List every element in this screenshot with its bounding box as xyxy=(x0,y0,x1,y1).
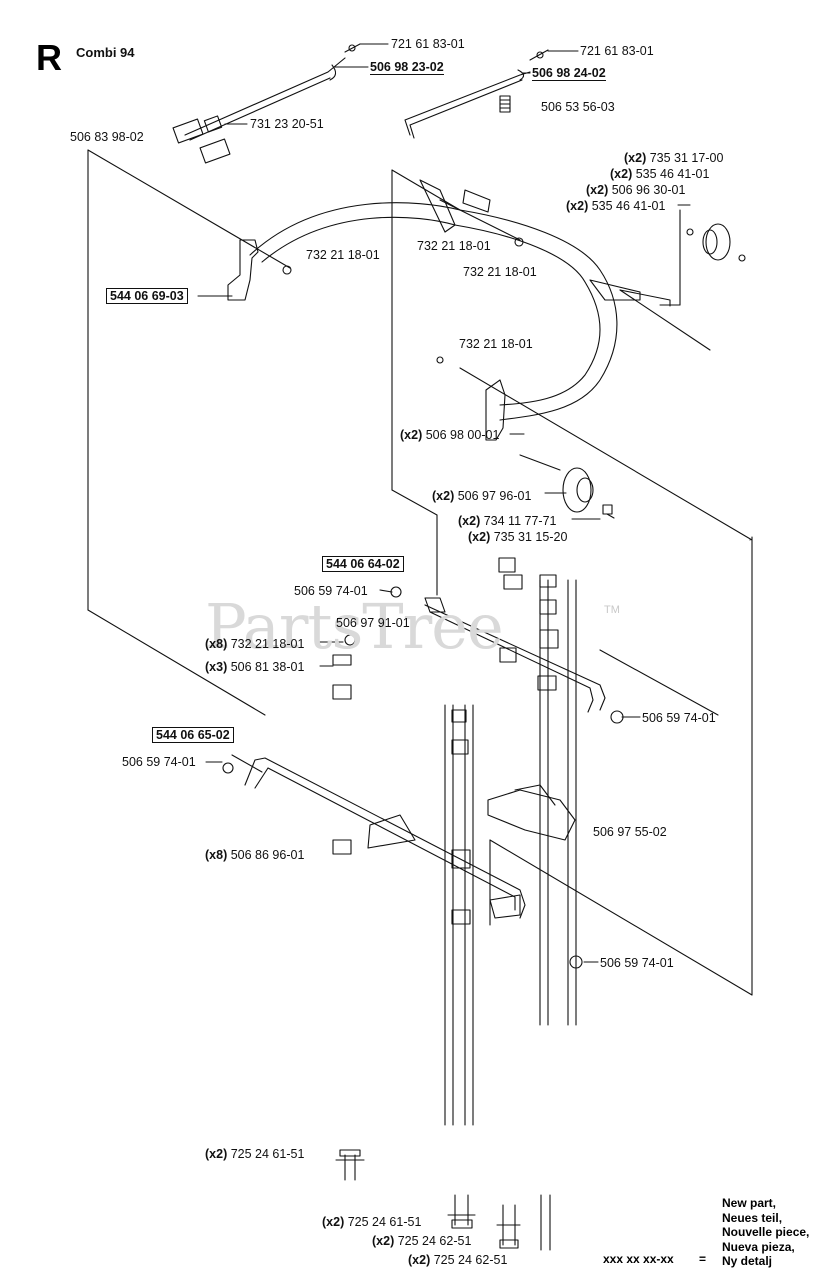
qty-label: (x2) xyxy=(624,151,647,165)
part-label[interactable]: 506 59 74-01 xyxy=(122,755,196,769)
qty-label: (x2) xyxy=(432,489,455,503)
watermark: PartsTree xyxy=(205,590,504,663)
part-label[interactable]: 506 59 74-01 xyxy=(642,711,716,725)
part-label[interactable]: 725 24 62-51 xyxy=(397,1234,472,1248)
part-label[interactable]: 506 86 96-01 xyxy=(230,848,305,862)
handle-bracket-right xyxy=(485,379,506,441)
wheel xyxy=(562,467,592,513)
qty-label: (x2) xyxy=(408,1253,431,1267)
part-label[interactable]: 535 46 41-01 xyxy=(591,199,666,213)
legend-equals: = xyxy=(699,1252,707,1266)
part-label[interactable]: 506 81 38-01 xyxy=(230,660,305,674)
qty-label: (x2) xyxy=(322,1215,345,1229)
part-label[interactable]: 725 24 61-51 xyxy=(347,1215,422,1229)
part-label[interactable]: 732 21 18-01 xyxy=(417,239,491,253)
mount-bracket xyxy=(487,789,576,841)
part-label[interactable]: 535 46 41-01 xyxy=(635,167,710,181)
legend-line: New part, xyxy=(722,1196,777,1210)
qty-label: (x2) xyxy=(205,1147,228,1161)
qty-label: (x3) xyxy=(205,660,228,674)
qty-label: (x2) xyxy=(372,1234,395,1248)
qty-label: (x2) xyxy=(566,199,589,213)
qty-label: (x8) xyxy=(205,848,228,862)
part-label[interactable]: 506 97 55-02 xyxy=(593,825,667,839)
part-label[interactable]: 734 11 77-71 xyxy=(483,514,557,528)
part-label[interactable]: 721 61 83-01 xyxy=(391,37,465,51)
part-label[interactable]: 732 21 18-01 xyxy=(230,637,305,651)
legend-line: Nueva pieza, xyxy=(722,1239,795,1254)
axis-line-handle xyxy=(459,367,753,541)
middle-handle-bar xyxy=(424,604,606,711)
part-label[interactable]: 725 24 62-51 xyxy=(433,1253,508,1267)
part-label[interactable]: 506 98 24-02 xyxy=(532,66,606,81)
part-label-new[interactable]: 544 06 64-02 xyxy=(322,556,404,572)
part-label[interactable]: 732 21 18-01 xyxy=(306,248,380,262)
roller-wheel xyxy=(705,223,731,261)
lower-handle-bar xyxy=(244,757,526,919)
legend-line: Ny detalj xyxy=(722,1254,773,1268)
part-label-new[interactable]: 544 06 65-02 xyxy=(152,727,234,743)
part-label[interactable]: 735 31 17-00 xyxy=(649,151,724,165)
part-label[interactable]: 735 31 15-20 xyxy=(493,530,568,544)
qty-label: (x2) xyxy=(458,514,481,528)
qty-label: (x2) xyxy=(400,428,423,442)
part-label[interactable]: 506 59 74-01 xyxy=(600,956,674,970)
part-label[interactable]: 506 97 91-01 xyxy=(336,616,410,630)
legend-line: Neues teil, xyxy=(722,1210,783,1225)
qty-label: (x8) xyxy=(205,637,228,651)
qty-label: (x2) xyxy=(586,183,609,197)
clamp xyxy=(498,557,516,573)
part-label-new[interactable]: 544 06 69-03 xyxy=(106,288,188,304)
part-label[interactable]: 721 61 83-01 xyxy=(580,44,654,58)
cable-connector-left xyxy=(172,118,204,144)
part-label[interactable]: 506 98 00-01 xyxy=(425,428,500,442)
section-letter: R xyxy=(36,37,62,78)
part-label[interactable]: 506 83 98-02 xyxy=(70,130,144,144)
part-label[interactable]: 731 23 20-51 xyxy=(250,117,324,131)
upper-handle-bar xyxy=(249,202,618,421)
legend-line: Nouvelle piece, xyxy=(722,1225,810,1239)
part-label[interactable]: 725 24 61-51 xyxy=(230,1147,305,1161)
part-label[interactable]: 506 59 74-01 xyxy=(294,584,368,598)
part-label[interactable]: 506 98 23-02 xyxy=(370,60,444,75)
model-name: Combi 94 xyxy=(76,45,135,60)
watermark-tm: TM xyxy=(604,604,620,616)
handle-bracket-left xyxy=(227,239,259,301)
legend-code: xxx xx xx-xx xyxy=(603,1252,674,1266)
qty-label: (x2) xyxy=(468,530,491,544)
part-label[interactable]: 732 21 18-01 xyxy=(463,265,537,279)
legend: New part, Neues teil, Nouvelle piece, Nu… xyxy=(722,1196,809,1269)
part-label[interactable]: 506 96 30-01 xyxy=(611,183,686,197)
part-label[interactable]: 506 97 96-01 xyxy=(457,489,532,503)
part-label[interactable]: 506 53 56-03 xyxy=(541,100,615,114)
bolt-set xyxy=(335,1149,521,1249)
part-label[interactable]: 732 21 18-01 xyxy=(459,337,533,351)
qty-label: (x2) xyxy=(610,167,633,181)
frame-line-right xyxy=(489,839,753,996)
